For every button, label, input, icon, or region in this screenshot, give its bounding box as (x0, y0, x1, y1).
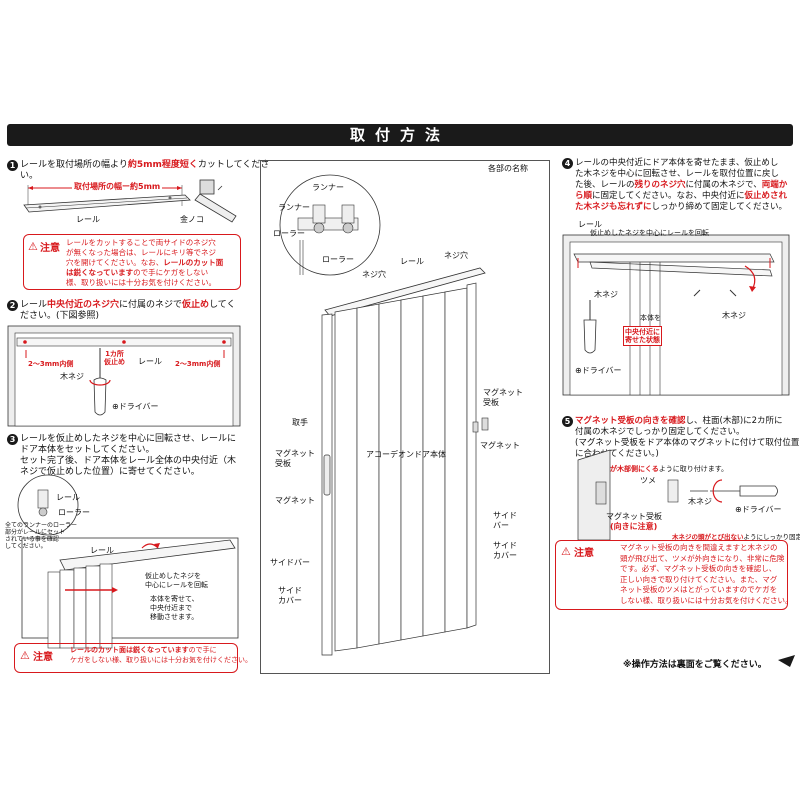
step1-text: レールを取付場所の幅より約5mm程度短くカットしてくださ (20, 160, 270, 170)
side-bar-left-label: サイドバー (270, 558, 310, 567)
screw-hole-top-label: ネジ穴 (444, 251, 468, 260)
right-inner-label: 2〜3mm内側 (175, 360, 221, 368)
step4-driver-label: ⊕ドライバー (575, 366, 622, 375)
step2-text-line2: ださい。(下図参照) (20, 311, 100, 321)
step4-number: 4 (562, 158, 573, 169)
move-note: 本体を寄せて、 中央付近まで 移動させます。 (150, 595, 199, 621)
side-cover-right-label: サイド カバー (493, 541, 517, 560)
claw-label: ツメ (640, 476, 656, 485)
page-title: 取付方法 (349, 126, 450, 144)
runner1-label: ランナー (312, 183, 344, 192)
warning-text-1: レールをカットすることで両サイドのネジ穴 が無くなった場合は、レールにキリ等でネ… (66, 238, 224, 287)
receiver-dir: (向きに注意) (610, 522, 658, 531)
step4-text: レールの中央付近にドア本体を寄せたまま、仮止めし た木ネジを中心に回転させ、レー… (575, 158, 788, 212)
warning-head-1: 注意 (40, 243, 60, 254)
left-inner-label: 2〜3mm内側 (28, 360, 74, 368)
rail-label-2: レール (138, 357, 162, 366)
receiver-label: マグネット受板 (606, 512, 662, 521)
inset-rail-label: レール (56, 493, 80, 502)
inset-note: 全てのランナーのローラー 部分がレールにセット されている事を確認 してください… (5, 522, 78, 550)
dim-label: 取付場所の幅ー約5mm (72, 182, 163, 192)
screw-label-2: 木ネジ (60, 372, 84, 381)
side-bar-right-label: サイド バー (493, 511, 517, 530)
warning-box-1 (23, 234, 241, 290)
rotate-note: 仮止めしたネジを 中心にレールを回転 (145, 572, 208, 589)
step5-text: マグネット受板の向きを確認し、柱面(木部)に2カ所に 付属の木ネジでしっかり固定… (575, 416, 800, 459)
warning-head-5: 注意 (574, 548, 594, 559)
step4-screw-left: 木ネジ (594, 290, 618, 299)
handle-label: 取手 (292, 418, 308, 427)
warning-icon-3: ⚠ (20, 649, 30, 662)
step3-text: レールを仮止めしたネジを中心に回転させ、レールに ドア本体をセットしてください。… (20, 434, 237, 477)
warning-icon: ⚠ (28, 240, 38, 253)
magnet-right-label: マグネット (480, 441, 520, 450)
parts-label: 各部の名称 (488, 164, 528, 173)
roller1-label: ローラー (273, 229, 305, 238)
magnet-receiver-label: マグネット 受板 (483, 388, 523, 407)
rail-label-3: レール (90, 546, 114, 555)
step1-text-line2: い。 (20, 171, 39, 181)
warning-box-5 (555, 540, 788, 610)
inset-roller-label: ローラー (58, 508, 90, 517)
claw-note: ツメが木部側にくるように取り付けます。 (596, 465, 729, 473)
magnet-left-label: マグネット (275, 496, 315, 505)
step1-number: 1 (7, 160, 18, 171)
footer-note: ※操作方法は裏面をご覧ください。 (623, 660, 767, 670)
step5-screw-label: 木ネジ (688, 497, 712, 506)
step2-text: レール中央付近のネジ穴に付属のネジで仮止めしてく (20, 300, 236, 310)
side-cover-left-label: サイド カバー (278, 586, 302, 605)
rail-part-label: レール (400, 257, 424, 266)
warning-text-5: マグネット受板の向きを間違えますと木ネジの 頭が飛び出て、ツメが外向きになり、非… (620, 543, 793, 605)
step5-driver-label: ⊕ドライバー (735, 505, 782, 514)
step5-number: 5 (562, 416, 573, 427)
step4-screw-right: 木ネジ (722, 311, 746, 320)
parts-panel (260, 160, 550, 674)
step4-rail-label: レール (578, 220, 602, 229)
driver-label-2: ⊕ドライバー (112, 402, 159, 411)
warning-head-3: 注意 (33, 652, 53, 663)
magnet-receiver-left-label: マグネット 受板 (275, 449, 315, 468)
step3-number: 3 (7, 434, 18, 445)
roller2-label: ローラー (322, 255, 354, 264)
step4-door-label: 本体を (640, 314, 661, 322)
warning-text-3: レールのカット面は鋭くなっていますので手に ケガをしない様、取り扱いには十分お気… (70, 646, 252, 664)
runner2-label: ランナー (278, 203, 310, 212)
step2-number: 2 (7, 300, 18, 311)
title-banner (7, 124, 793, 146)
saw-label: 金ノコ (180, 215, 204, 224)
warning-icon-5: ⚠ (561, 545, 571, 558)
screw-hole-label: ネジ穴 (362, 270, 386, 279)
head-note: 木ネジの頭がとび出ないようにしっかり固定します。 (672, 533, 800, 541)
warning-box-3 (14, 643, 238, 673)
center-tack-label: 1カ所 仮止め (104, 350, 125, 366)
door-body-label: アコーデオンドア本体 (366, 450, 446, 459)
rail-label: レール (76, 215, 100, 224)
step4-rail-note: 仮止めしたネジを中心にレールを回転 (590, 229, 709, 237)
step4-center-tag: 中央付近に 寄せた状態 (623, 326, 662, 346)
